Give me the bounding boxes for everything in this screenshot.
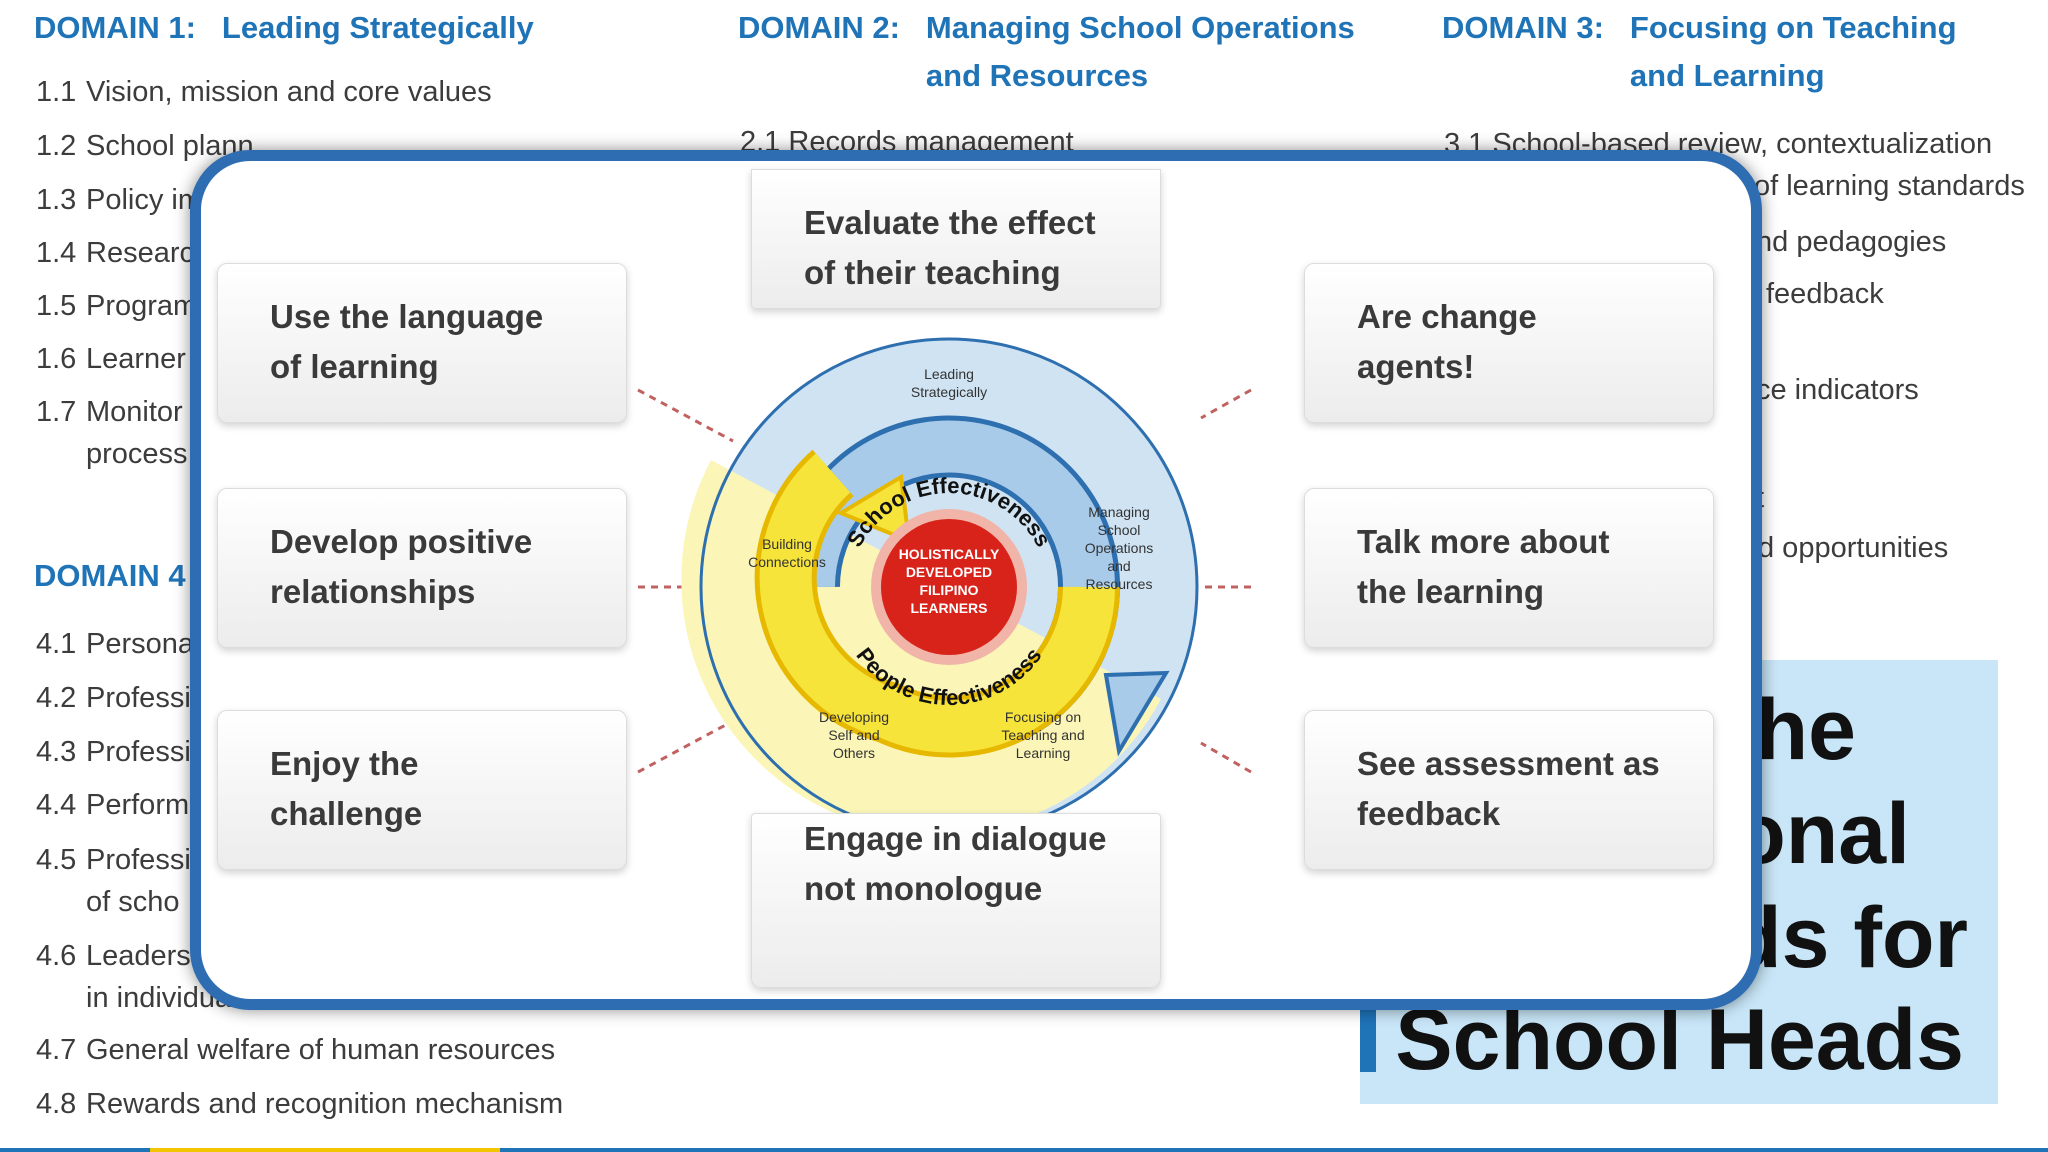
domain-3-item: ce indicators (1756, 374, 1919, 406)
core-text: FILIPINO (919, 582, 978, 598)
people-effectiveness-arrowhead (836, 473, 912, 545)
domain-3-heading: DOMAIN 3: Focusing on Teaching and Learnin… (1442, 4, 1957, 100)
domain-1-title: Leading Strategically (221, 10, 534, 45)
managing-label: Resources (1086, 576, 1153, 592)
core-text: HOLISTICALLY (899, 546, 1000, 562)
domain-2-heading: DOMAIN 2: Managing School Operations and R… (738, 4, 1355, 100)
people-effectiveness-band-fill (759, 453, 1115, 753)
managing-label: Operations (1085, 540, 1153, 556)
connector-line (637, 388, 734, 443)
card-assessment-feedback: See assessment as feedback (1304, 710, 1714, 870)
core-text: LEARNERS (910, 600, 987, 616)
domain-3-label: DOMAIN 3: (1442, 10, 1604, 45)
connector-line (637, 719, 734, 774)
managing-label: Managing (1088, 504, 1150, 520)
connector-line (1200, 388, 1252, 420)
bottom-accent-strip (0, 1148, 2048, 1152)
developing-label: Others (833, 745, 875, 761)
domain-3-item: of learning standards (1754, 170, 2025, 202)
card-evaluate-effect: Evaluate the effect of their teaching (751, 169, 1161, 309)
card-change-agents: Are change agents! (1304, 263, 1714, 423)
card-language-of-learning: Use the language of learning (217, 263, 627, 423)
leading-strategically-label: Strategically (911, 384, 987, 400)
domain-3-item: nd pedagogies (1756, 226, 1947, 258)
card-positive-relationships: Develop positive relationships (217, 488, 627, 648)
connector-line (1200, 741, 1252, 774)
core-circle (881, 519, 1017, 655)
domain-1-heading: DOMAIN 1: Leading Strategically (34, 4, 534, 52)
card-enjoy-challenge: Enjoy the challenge (217, 710, 627, 870)
domain-2-title-line1: Managing School Operations (925, 10, 1355, 45)
leading-strategically-label: Leading (924, 366, 974, 382)
diagram-popup: HOLISTICALLY DEVELOPED FILIPINO LEARNERS… (190, 150, 1762, 1010)
managing-label: and (1107, 558, 1130, 574)
card-dialogue-not-monologue: Engage in dialogue not monologue (751, 813, 1161, 988)
card-talk-about-learning: Talk more about the learning (1304, 488, 1714, 648)
accent-bar (1360, 1000, 1376, 1072)
list-item-continued: process (86, 438, 188, 470)
domain-3-title-line1: Focusing on Teaching (1629, 10, 1957, 45)
domain-1-label: DOMAIN 1: (34, 10, 196, 45)
building-connections-label: Connections (748, 554, 826, 570)
domain-2-title-line2: and Resources (925, 58, 1149, 93)
effectiveness-wheel (681, 337, 1199, 837)
focusing-label: Teaching and (1001, 727, 1084, 743)
domain-4-label: DOMAIN 4 (34, 558, 186, 593)
domain-4-heading: DOMAIN 4 (34, 552, 212, 600)
developing-label: Developing (819, 709, 889, 725)
developing-label: Self and (828, 727, 879, 743)
focusing-label: Focusing on (1005, 709, 1081, 725)
focusing-label: Learning (1016, 745, 1071, 761)
effectiveness-diagram: HOLISTICALLY DEVELOPED FILIPINO LEARNERS… (637, 337, 1252, 837)
domain-3-item: d opportunities (1758, 532, 1949, 564)
domain-3-item: feedback (1766, 278, 1884, 310)
managing-label: School (1098, 522, 1141, 538)
school-effectiveness-arrowhead (1103, 670, 1170, 757)
standards-title-line: onal (1733, 786, 1910, 882)
core-text: DEVELOPED (906, 564, 992, 580)
domain-3-title-line2: and Learning (1629, 58, 1825, 93)
domain-2-label: DOMAIN 2: (738, 10, 900, 45)
standards-title-line: he (1755, 682, 1856, 778)
standards-title-line: ds for (1729, 890, 1968, 986)
building-connections-label: Building (762, 536, 812, 552)
list-item-continued: of scho (86, 886, 180, 918)
